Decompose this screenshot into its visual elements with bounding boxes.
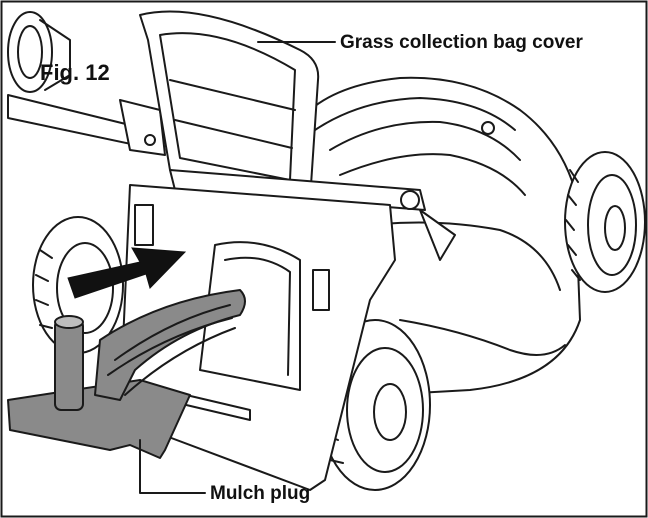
bag-cover	[139, 10, 426, 211]
bag-cover-callout: Grass collection bag cover	[340, 32, 583, 53]
mower-deck	[299, 76, 581, 396]
mulch-plug	[7, 289, 246, 459]
rear-right-wheel	[564, 151, 646, 293]
figure-number: Fig. 12	[40, 60, 110, 85]
mulch-plug-leader	[139, 439, 206, 494]
insert-direction-arrow-icon	[67, 247, 187, 299]
mulch-plug-callout: Mulch plug	[210, 483, 311, 504]
handle-bar	[7, 11, 166, 156]
